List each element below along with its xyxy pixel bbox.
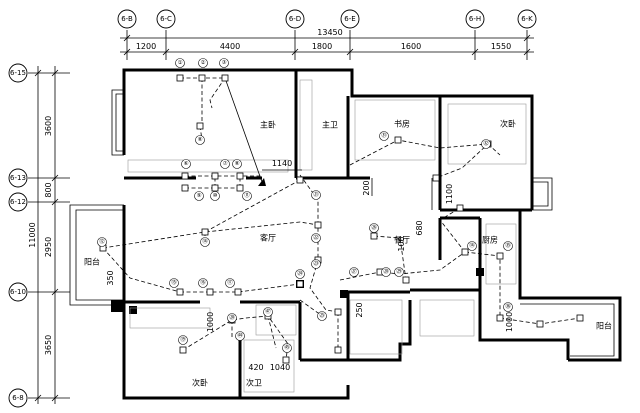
room-living: 客厅 (260, 233, 276, 243)
dim-top-4: 1600 (401, 42, 421, 51)
axis-6-12: 6-12 (10, 198, 26, 206)
room-second-bath: 次卫 (246, 378, 262, 388)
tag-9: ⑨ (197, 192, 202, 199)
tag-15: ⑮ (171, 278, 177, 286)
dim-top-1: 1200 (136, 42, 156, 51)
room-second-bedroom-sw: 次卧 (192, 378, 208, 388)
tag-44: ㊹ (237, 331, 243, 339)
tag-45: ㊺ (284, 343, 290, 351)
tag-7: ⑦ (223, 160, 228, 167)
dim-inner-250: 250 (355, 302, 364, 317)
tag-23: ㉓ (313, 259, 319, 267)
tag-8-master: ⑧ (198, 137, 203, 143)
top-dimension-chain: 13450 1200 4400 1800 1600 1550 (120, 28, 534, 60)
tag-11: ⑪ (244, 191, 250, 199)
room-kitchen: 厨房 (482, 235, 498, 245)
dim-inner-680: 680 (415, 220, 424, 235)
tag-14-living: ⑭ (202, 237, 208, 245)
room-balcony-east: 阳台 (596, 321, 612, 331)
tag-34: ⑭ (469, 241, 475, 249)
room-master-bath: 主卫 (322, 120, 338, 130)
tag-26: ㉖ (371, 223, 377, 231)
room-second-bedroom-ne: 次卧 (500, 119, 516, 129)
dim-left-1: 3600 (44, 116, 53, 136)
axis-6-e: 6-E (344, 15, 355, 23)
tag-28: ㉘ (383, 267, 389, 275)
axis-6-8: 6-8 (12, 394, 23, 402)
dim-left-2: 800 (44, 182, 53, 197)
axis-6-10: 6-10 (10, 288, 26, 296)
circuit-tags: ① ② ③ ⑧ ⑥ ⑦ ⑧ ⑨ ⑩ ⑪ ⑫ ⑭ ⑮ ⑯ ⑰ ⑲ ⑳ ㉑ ㉒ ㉓ … (97, 58, 513, 353)
tag-20: ⑳ (229, 313, 235, 321)
room-balcony-west: 阳台 (84, 257, 100, 267)
tag-2: ② (201, 59, 206, 66)
dim-inner-350: 350 (106, 270, 115, 285)
tag-10: ⑩ (213, 192, 218, 199)
room-master-bedroom: 主卧 (260, 120, 276, 130)
tag-36: ㊱ (505, 302, 511, 310)
tag-6: ⑥ (184, 161, 189, 167)
axis-6-13: 6-13 (10, 174, 26, 182)
tag-24: ㉔ (297, 269, 303, 277)
axis-6-k: 6-K (521, 15, 533, 23)
tag-25: ㉕ (319, 311, 325, 319)
tag-17: ⑰ (227, 278, 233, 286)
room-labels: 主卧 主卫 书房 次卧 客厅 餐厅 厨房 阳台 阳台 次卧 次卫 (84, 119, 612, 388)
room-dining: 餐厅 (394, 236, 410, 245)
tag-8: ⑧ (235, 161, 240, 167)
walls (69, 68, 622, 400)
tag-21: ㉑ (313, 190, 319, 198)
dim-inner-1140: 1140 (272, 159, 292, 168)
axis-6-c: 6-C (160, 15, 172, 23)
fixtures (127, 79, 527, 393)
left-axis-bubbles: 6-15 6-13 6-12 6-10 6-8 (8, 63, 28, 408)
dim-top-2: 4400 (220, 42, 240, 51)
tag-31: ㉛ (381, 131, 387, 139)
dim-inner-100: 100 (397, 236, 406, 251)
tag-35: ㉟ (505, 241, 511, 249)
total-height-dim: 11000 (28, 222, 37, 247)
tag-47: ㊼ (265, 307, 271, 315)
axis-6-d: 6-D (289, 15, 301, 23)
dim-top-5: 1550 (491, 42, 511, 51)
tag-22: ㉒ (313, 233, 319, 241)
left-dimension-chain: 11000 3600 800 2950 3650 (28, 66, 70, 404)
top-axis-bubbles: 6-B 6-C 6-D 6-E 6-H 6-K (117, 9, 537, 29)
axis-6-h: 6-H (469, 15, 481, 23)
tag-29: ㉙ (396, 267, 402, 275)
dim-left-3: 2950 (44, 237, 53, 257)
axis-6-b: 6-B (121, 15, 133, 23)
tag-27: ㉗ (351, 267, 357, 275)
inner-dimensions: 1140 200 1100 680 350 1000 250 420 1040 … (106, 159, 514, 372)
tag-3: ③ (222, 60, 227, 66)
dim-inner-1040: 1040 (270, 363, 290, 372)
dim-inner-1000-right: 1000 (505, 312, 514, 332)
dim-left-4: 3650 (44, 335, 53, 355)
dim-top-3: 1800 (312, 42, 332, 51)
tag-16: ⑯ (200, 278, 206, 286)
dim-inner-420: 420 (248, 363, 263, 372)
tag-19: ⑲ (180, 335, 186, 343)
axis-6-15: 6-15 (10, 69, 26, 77)
dim-inner-1100: 1100 (445, 184, 454, 204)
tag-32: ㉜ (483, 139, 489, 147)
total-width-dim: 13450 (317, 28, 342, 37)
dim-inner-200: 200 (362, 180, 371, 195)
tag-1: ① (178, 60, 183, 66)
room-study: 书房 (394, 119, 410, 129)
tag-12: ⑫ (99, 237, 105, 245)
dim-inner-1000-left: 1000 (206, 312, 215, 332)
